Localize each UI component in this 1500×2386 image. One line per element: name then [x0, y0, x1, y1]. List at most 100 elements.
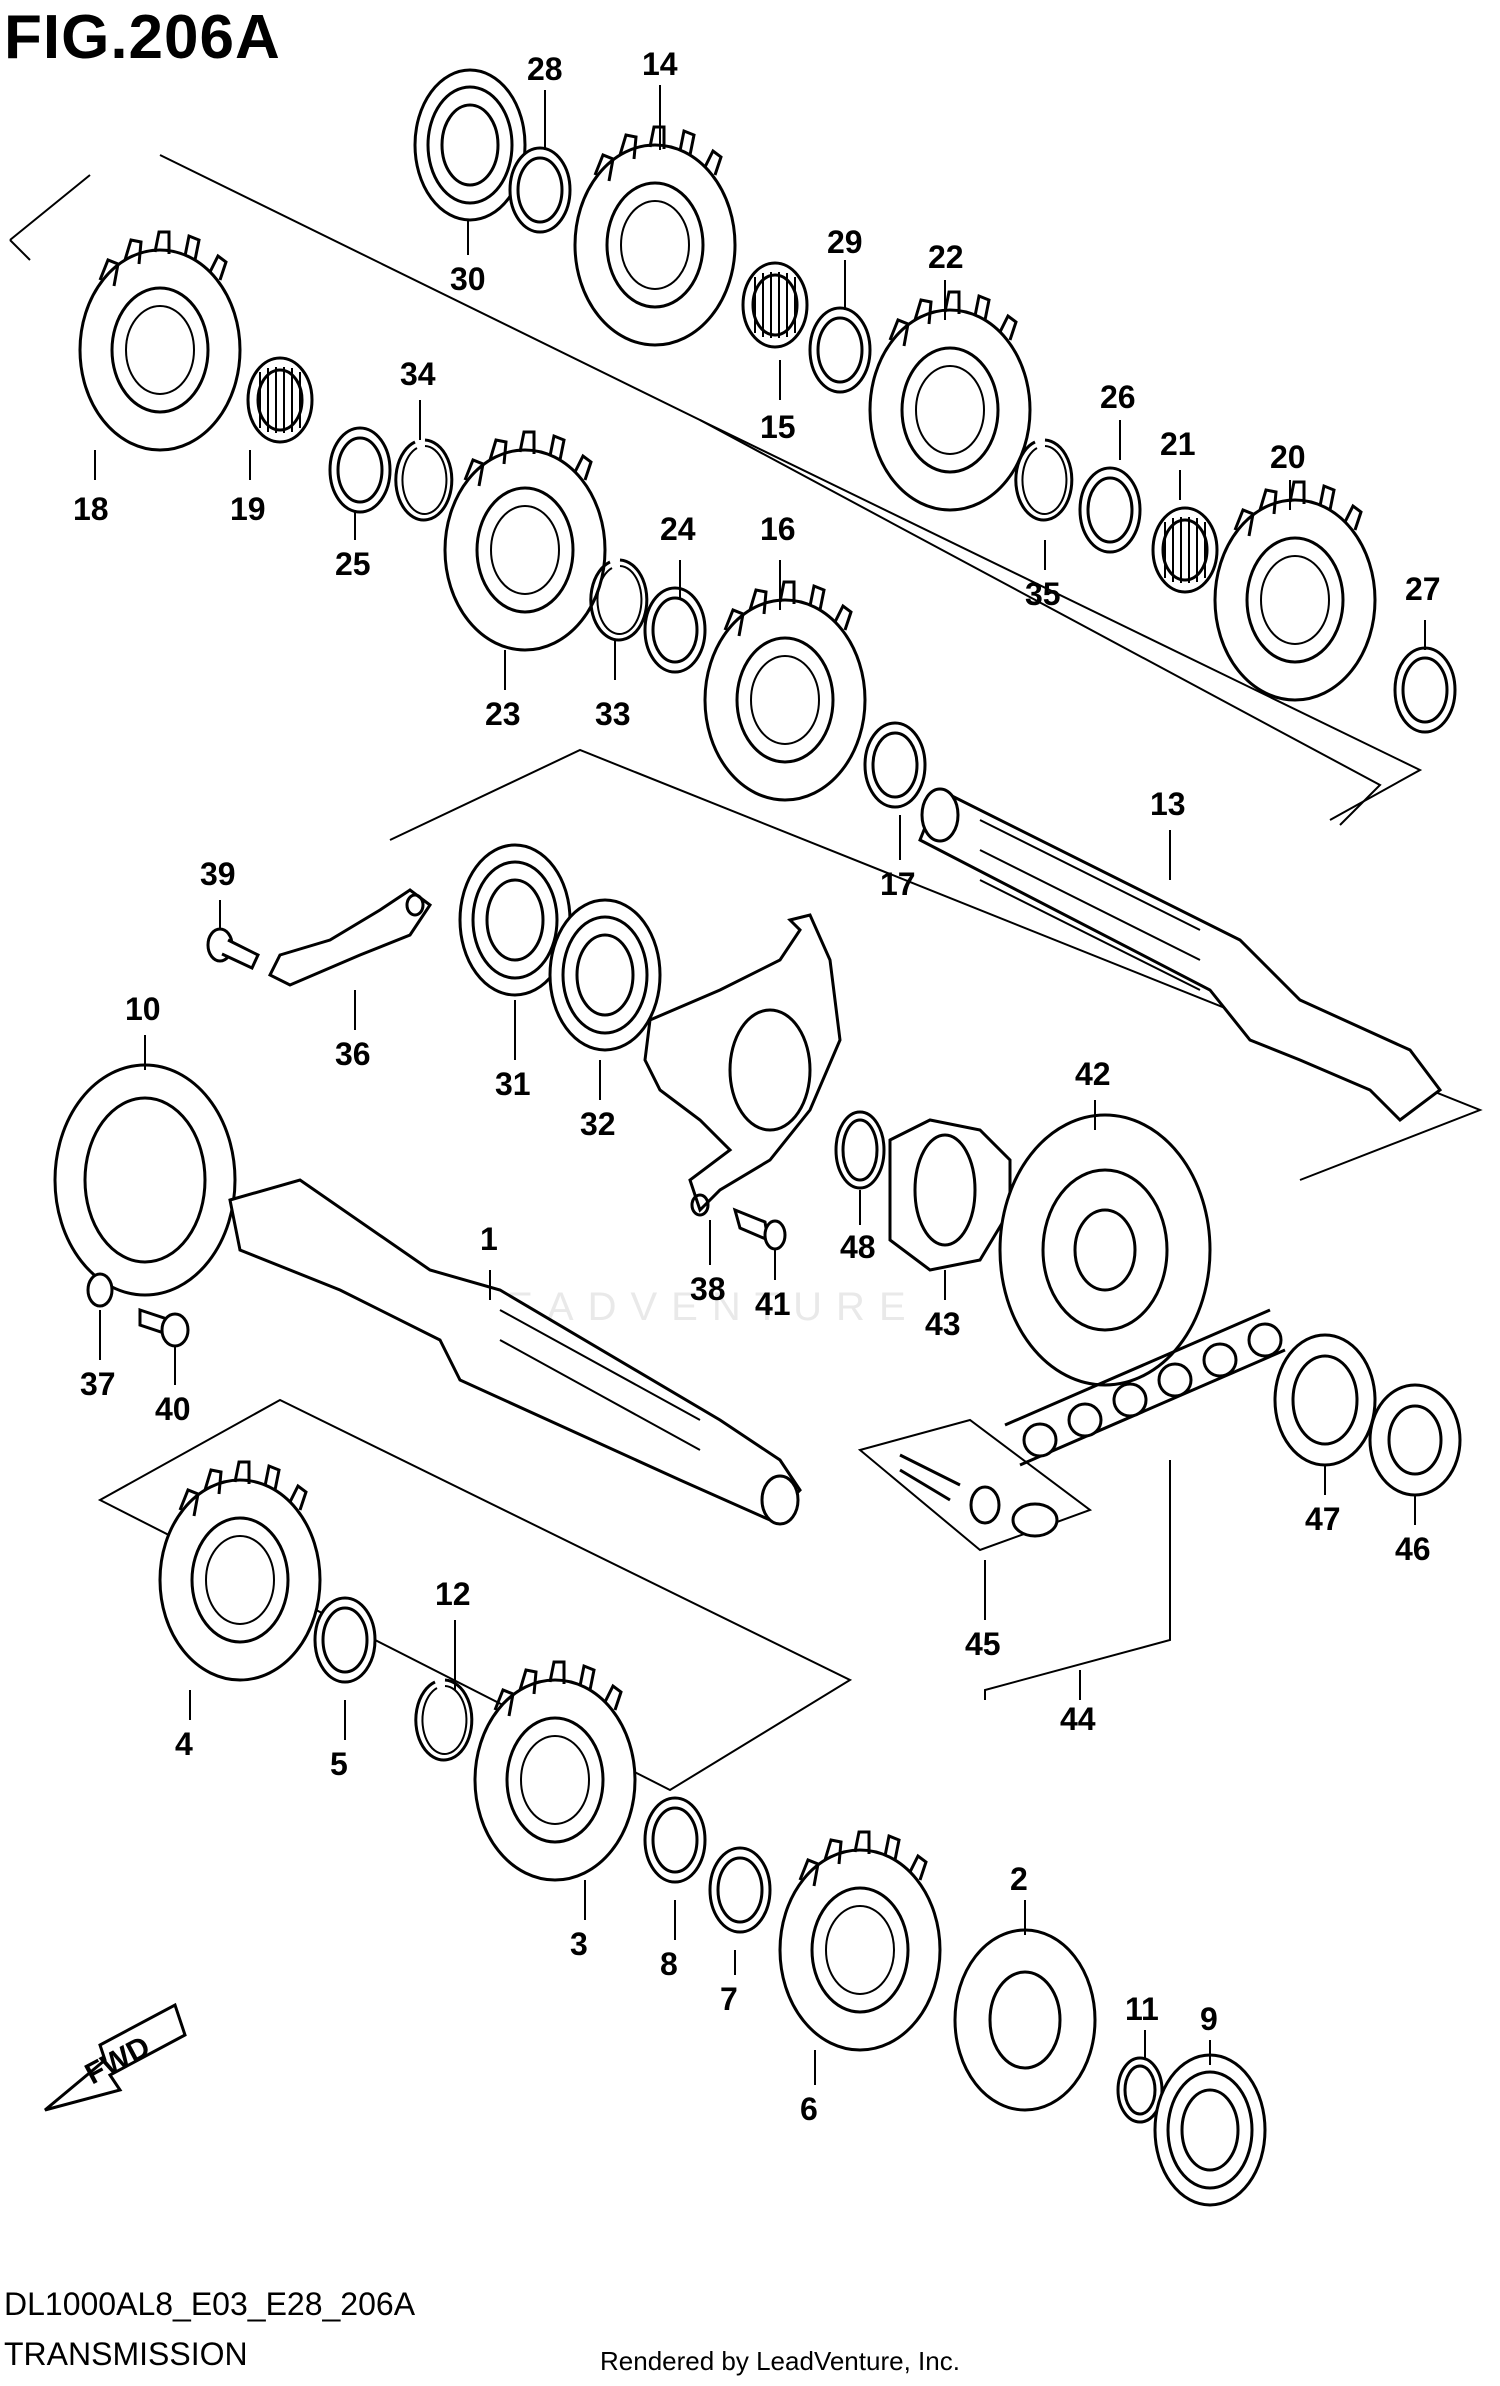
upper-assembly-bracket: [9, 154, 1382, 826]
part-47-washer[interactable]: [1273, 1333, 1377, 1467]
callout-38: 38: [690, 1271, 726, 1307]
part-7-bushing[interactable]: [708, 1846, 772, 1934]
part-43-spacer[interactable]: [888, 1118, 1012, 1272]
callout-45: 45: [965, 1626, 1001, 1662]
callout-47: 47: [1305, 1501, 1341, 1537]
part-17-bushing[interactable]: [863, 721, 927, 809]
part-10-bearing[interactable]: [53, 1063, 237, 1297]
callout-4: 4: [175, 1726, 193, 1762]
callout-37: 37: [80, 1366, 116, 1402]
part-2-gear[interactable]: [953, 1928, 1097, 2112]
figure-code: DL1000AL8_E03_E28_206A: [4, 2286, 416, 2322]
part-19-bushing[interactable]: [246, 356, 314, 444]
part-25-washer[interactable]: [328, 426, 392, 514]
callout-14: 14: [642, 46, 678, 82]
part-38-plate[interactable]: [643, 913, 842, 1217]
part-41-bolt[interactable]: [732, 1207, 787, 1251]
part-35-circlip[interactable]: [1014, 438, 1074, 522]
part-20-gear[interactable]: [1213, 480, 1377, 702]
upper-assembly-bracket-right: [699, 419, 1423, 821]
figure-title: FIG.206A: [4, 3, 281, 72]
part-14-gear[interactable]: [573, 125, 737, 347]
part-24-washer[interactable]: [643, 586, 707, 674]
callout-48: 48: [840, 1229, 876, 1265]
part-48-o-ring[interactable]: [834, 1110, 886, 1190]
part-5-bushing[interactable]: [313, 1596, 377, 1684]
callout-labels: 28 14 30 29 22 15 18 19 25 34 26 21 20 3…: [73, 46, 1441, 2127]
callout-42: 42: [1075, 1056, 1111, 1092]
callout-31: 31: [495, 1066, 531, 1102]
leader-lines: [94, 85, 1426, 2085]
part-44-drive-chain[interactable]: [1004, 1308, 1286, 1467]
callout-11: 11: [1125, 1991, 1159, 2027]
part-29-washer[interactable]: [808, 306, 872, 394]
part-8-washer[interactable]: [643, 1796, 707, 1884]
callout-19: 19: [230, 491, 266, 527]
callout-36: 36: [335, 1036, 371, 1072]
callout-32: 32: [580, 1106, 616, 1142]
part-39-bolt[interactable]: [206, 927, 260, 970]
callout-30: 30: [450, 261, 486, 297]
part-9-bearing[interactable]: [1153, 2053, 1267, 2207]
part-46-nut[interactable]: [1368, 1383, 1462, 1497]
callout-26: 26: [1100, 379, 1136, 415]
callout-21: 21: [1160, 426, 1196, 462]
part-32-oil-seal[interactable]: [548, 898, 662, 1052]
part-22-gear[interactable]: [868, 290, 1032, 512]
callout-25: 25: [335, 546, 371, 582]
part-30-bearing[interactable]: [413, 68, 527, 222]
part-1-driveshaft[interactable]: [228, 1178, 802, 1526]
part-42-sprocket[interactable]: [998, 1113, 1212, 1387]
part-15-needle-bearing[interactable]: [741, 261, 809, 349]
callout-29: 29: [827, 224, 863, 260]
part-3-gear[interactable]: [473, 1660, 637, 1882]
fwd-arrow-icon: FWD: [44, 2002, 187, 2112]
rendered-by-credit: Rendered by LeadVenture, Inc.: [600, 2346, 960, 2376]
part-23-gear[interactable]: [443, 430, 607, 652]
part-45-chain-joint[interactable]: [857, 1418, 1093, 1552]
callout-17: 17: [880, 866, 916, 902]
callout-6: 6: [800, 2091, 818, 2127]
part-4-gear[interactable]: [158, 1460, 322, 1682]
callout-16: 16: [760, 511, 796, 547]
callout-40: 40: [155, 1391, 191, 1427]
part-21-bushing[interactable]: [1151, 506, 1219, 594]
part-13-countershaft[interactable]: [918, 787, 1443, 1122]
middle-bracket: [389, 748, 1483, 1181]
part-34-circlip[interactable]: [394, 438, 454, 522]
part-40-bolt[interactable]: [138, 1307, 190, 1348]
part-28-washer[interactable]: [508, 146, 572, 234]
part-37-washer[interactable]: [86, 1272, 114, 1308]
callout-46: 46: [1395, 1531, 1431, 1567]
callout-18: 18: [73, 491, 109, 527]
part-18-gear[interactable]: [78, 230, 242, 452]
callout-7: 7: [720, 1981, 738, 2017]
callout-44: 44: [1060, 1701, 1096, 1737]
part-36-plate[interactable]: [267, 888, 433, 987]
part-26-washer[interactable]: [1078, 466, 1142, 554]
callout-41: 41: [755, 1286, 791, 1322]
callout-43: 43: [925, 1306, 961, 1342]
callout-35: 35: [1025, 576, 1061, 612]
callout-2: 2: [1010, 1861, 1028, 1897]
callout-34: 34: [400, 356, 436, 392]
callout-22: 22: [928, 239, 964, 275]
lower-left-bracket: [97, 1398, 853, 1792]
callout-20: 20: [1270, 439, 1306, 475]
part-33-circlip[interactable]: [589, 558, 649, 642]
callout-15: 15: [760, 409, 796, 445]
callout-9: 9: [1200, 2001, 1218, 2037]
callout-3: 3: [570, 1926, 588, 1962]
callout-12: 12: [435, 1576, 471, 1612]
callout-1: 1: [480, 1221, 498, 1257]
callout-28: 28: [527, 51, 563, 87]
callout-27: 27: [1405, 571, 1441, 607]
callout-5: 5: [330, 1746, 348, 1782]
part-16-gear[interactable]: [703, 580, 867, 802]
part-27-washer[interactable]: [1393, 646, 1457, 734]
part-6-gear[interactable]: [778, 1830, 942, 2052]
figure-name: TRANSMISSION: [4, 2336, 248, 2372]
part-12-circlip[interactable]: [414, 1678, 474, 1762]
callout-39: 39: [200, 856, 236, 892]
